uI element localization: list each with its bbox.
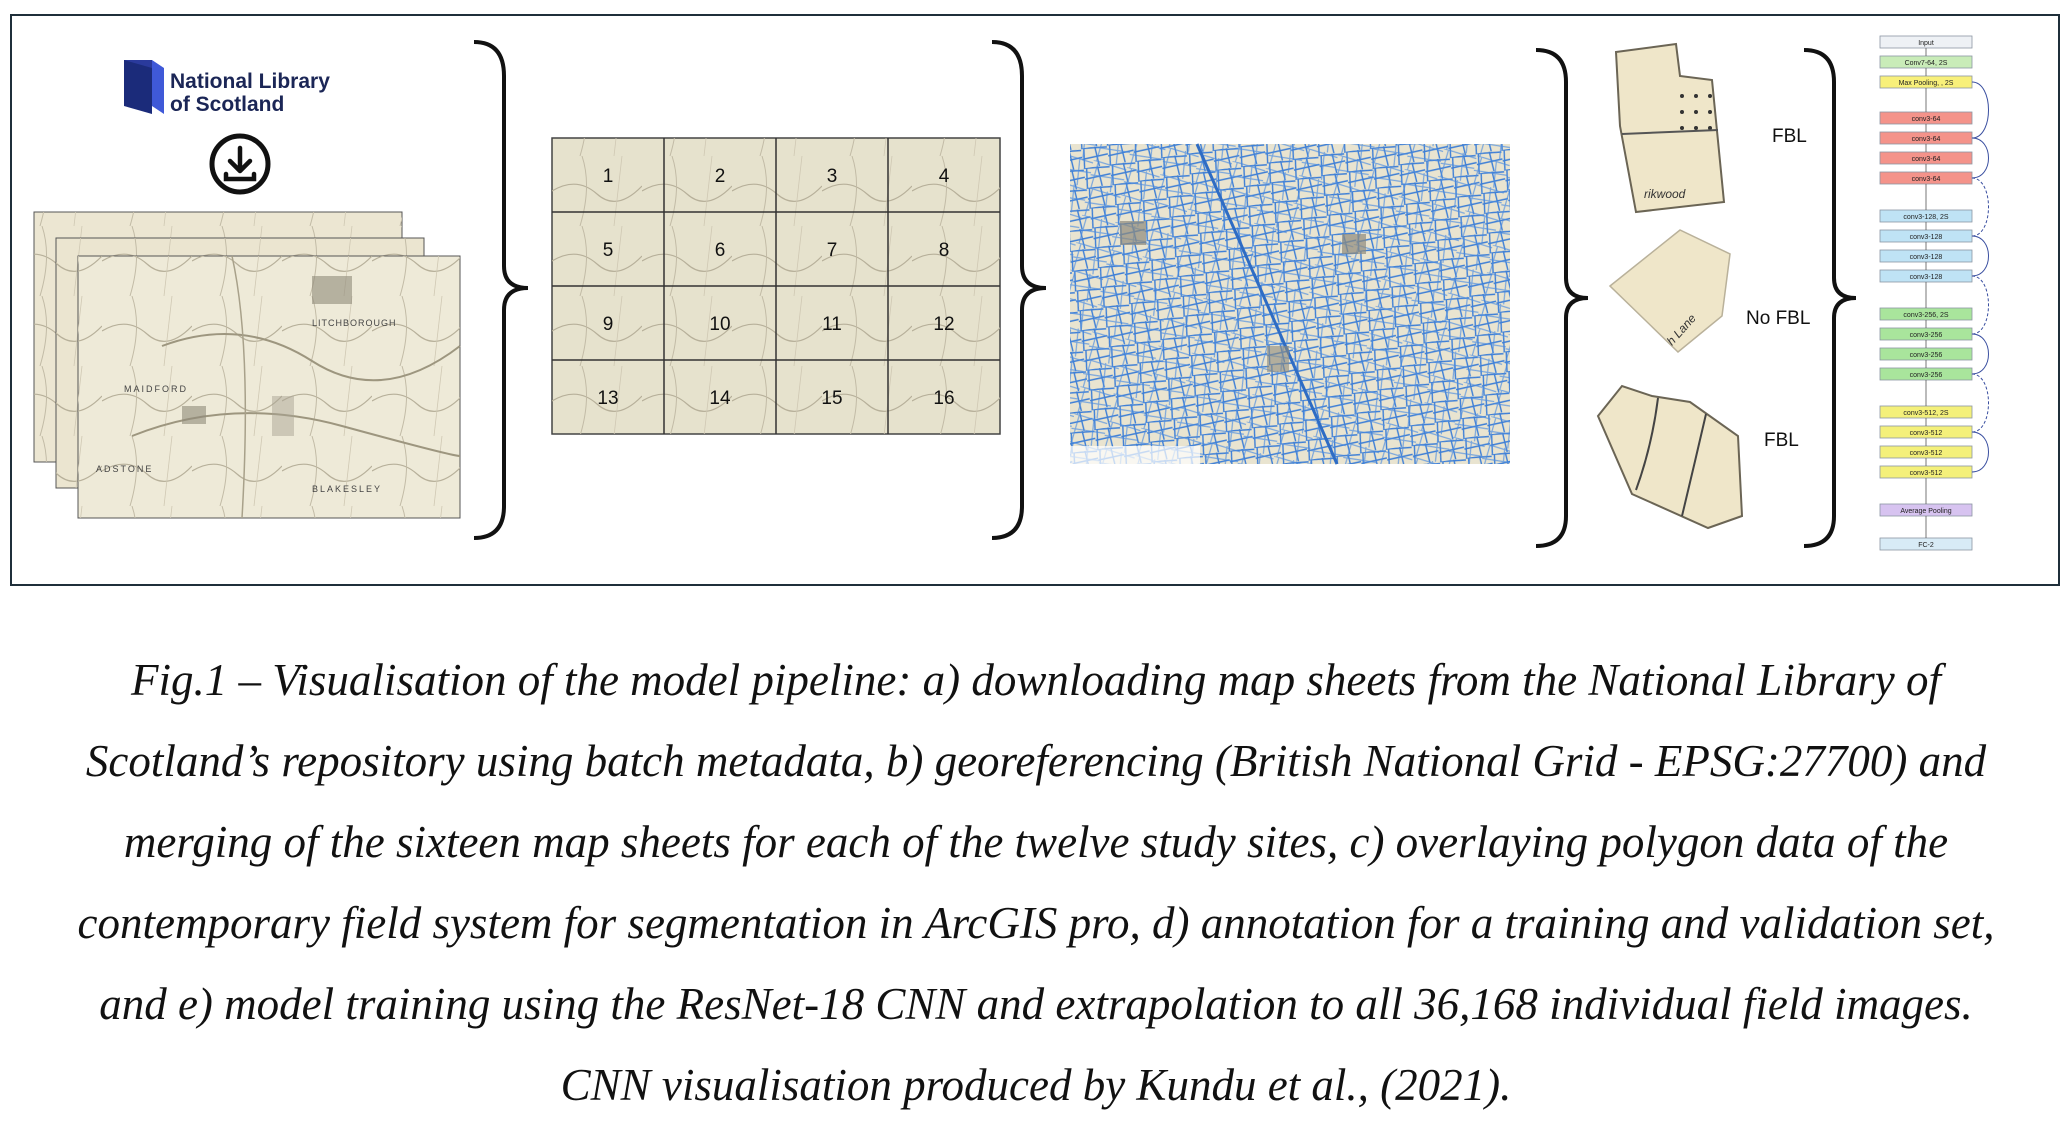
grid-cell-label: 15 — [821, 388, 842, 409]
caption-line-1: Fig.1 – Visualisation of the model pipel… — [131, 655, 1941, 705]
cnn-skip-connection — [1971, 137, 1989, 179]
field-polygon-overlay — [1070, 143, 1510, 465]
grid-cell-label: 3 — [827, 166, 838, 187]
sample-field-1: rikwood — [1614, 42, 1726, 214]
grid-cell-label: 9 — [603, 314, 614, 335]
cnn-skip-connection — [1971, 275, 1989, 335]
caption-line-4: contemporary field system for segmentati… — [77, 898, 1995, 948]
cnn-layer-label: conv3-256 — [1910, 352, 1943, 359]
grid-cell-label: 14 — [709, 388, 731, 409]
cnn-layer-label: Conv7-64, 2S — [1905, 60, 1948, 67]
grid-cell-label: 8 — [939, 240, 950, 261]
cnn-layer-label: conv3-128 — [1910, 254, 1943, 261]
grid-cell-label: 12 — [933, 314, 954, 335]
grid-cell-label: 13 — [597, 388, 618, 409]
cnn-layer-label: conv3-64 — [1912, 156, 1941, 163]
cnn-layer-label: conv3-64 — [1912, 116, 1941, 123]
cnn-layer-label: conv3-256 — [1910, 332, 1943, 339]
brace-1 — [473, 40, 529, 540]
cnn-layer-label: conv3-64 — [1912, 176, 1941, 183]
grid-cell-label: 11 — [822, 314, 842, 335]
sample-text-1: rikwood — [1644, 187, 1686, 201]
grid-cell-label: 16 — [933, 388, 954, 409]
cnn-skip-connection — [1971, 373, 1989, 433]
brace-3 — [1535, 48, 1589, 548]
label-fbl-2: FBL — [1764, 430, 1799, 451]
map-town-maidford: MAIDFORD — [124, 384, 188, 394]
cnn-skip-connection — [1971, 235, 1989, 277]
pipeline-figure: National Library of Scotland LITCHBOROUG… — [10, 14, 2060, 586]
nls-logo: National Library of Scotland — [124, 60, 330, 116]
logo-line1: National Library — [170, 70, 330, 93]
caption-line-6: CNN visualisation produced by Kundu et a… — [560, 1060, 1512, 1110]
cnn-layer-label: conv3-64 — [1912, 136, 1941, 143]
cnn-layer-label: Average Pooling — [1900, 508, 1951, 515]
figure-caption: Fig.1 – Visualisation of the model pipel… — [0, 640, 2072, 1126]
cnn-layer-label: conv3-256, 2S — [1903, 312, 1948, 319]
cnn-layer-label: conv3-256 — [1910, 372, 1943, 379]
grid-cell-label: 5 — [603, 240, 614, 261]
grid-cell-label: 6 — [715, 240, 726, 261]
label-no-fbl: No FBL — [1746, 308, 1810, 329]
map-town-adstone: ADSTONE — [96, 464, 153, 474]
cnn-skip-connection — [1971, 333, 1989, 375]
grid-cell-label: 4 — [939, 166, 950, 187]
map-sheet-front: LITCHBOROUGH MAIDFORD ADSTONE BLAKESLEY — [77, 255, 461, 519]
cnn-layer-label: conv3-512, 2S — [1903, 410, 1948, 417]
caption-line-2: Scotland’s repository using batch metada… — [85, 736, 1987, 786]
caption-line-3: merging of the sixteen map sheets for ea… — [123, 817, 1949, 867]
sample-field-2: h Lane — [1608, 229, 1731, 354]
pipeline-figure-svg: National Library of Scotland LITCHBOROUG… — [33, 35, 1989, 551]
sample-field-3 — [1596, 384, 1744, 530]
label-fbl-1: FBL — [1772, 126, 1807, 147]
map-town-litchborough: LITCHBOROUGH — [312, 318, 397, 328]
download-icon — [209, 133, 271, 195]
cnn-layer-label: conv3-512 — [1910, 430, 1943, 437]
cnn-layer-label: FC-2 — [1918, 542, 1934, 549]
cnn-layer-label: conv3-512 — [1910, 470, 1943, 477]
grid-cell-label: 7 — [827, 240, 838, 261]
cnn-skip-connection — [1971, 177, 1989, 237]
cnn-layer-label: conv3-128 — [1910, 274, 1943, 281]
cnn-layer-label: Input — [1918, 40, 1934, 47]
cnn-layer-label: Max Pooling, , 2S — [1899, 80, 1954, 87]
cnn-skip-connection — [1971, 81, 1989, 139]
grid-cell-label: 2 — [715, 166, 726, 187]
grid-cell-label: 1 — [603, 166, 614, 187]
map-town-blakesley: BLAKESLEY — [312, 484, 382, 494]
grid-cell-label: 10 — [709, 314, 730, 335]
brace-4 — [1803, 48, 1857, 548]
brace-2 — [991, 40, 1047, 540]
cnn-layer-label: conv3-512 — [1910, 450, 1943, 457]
cnn-layer-label: conv3-128 — [1910, 234, 1943, 241]
logo-line2: of Scotland — [170, 93, 284, 116]
cnn-layer-label: conv3-128, 2S — [1903, 214, 1948, 221]
cnn-skip-connection — [1971, 431, 1989, 473]
caption-line-5: and e) model training using the ResNet-1… — [99, 979, 1973, 1029]
